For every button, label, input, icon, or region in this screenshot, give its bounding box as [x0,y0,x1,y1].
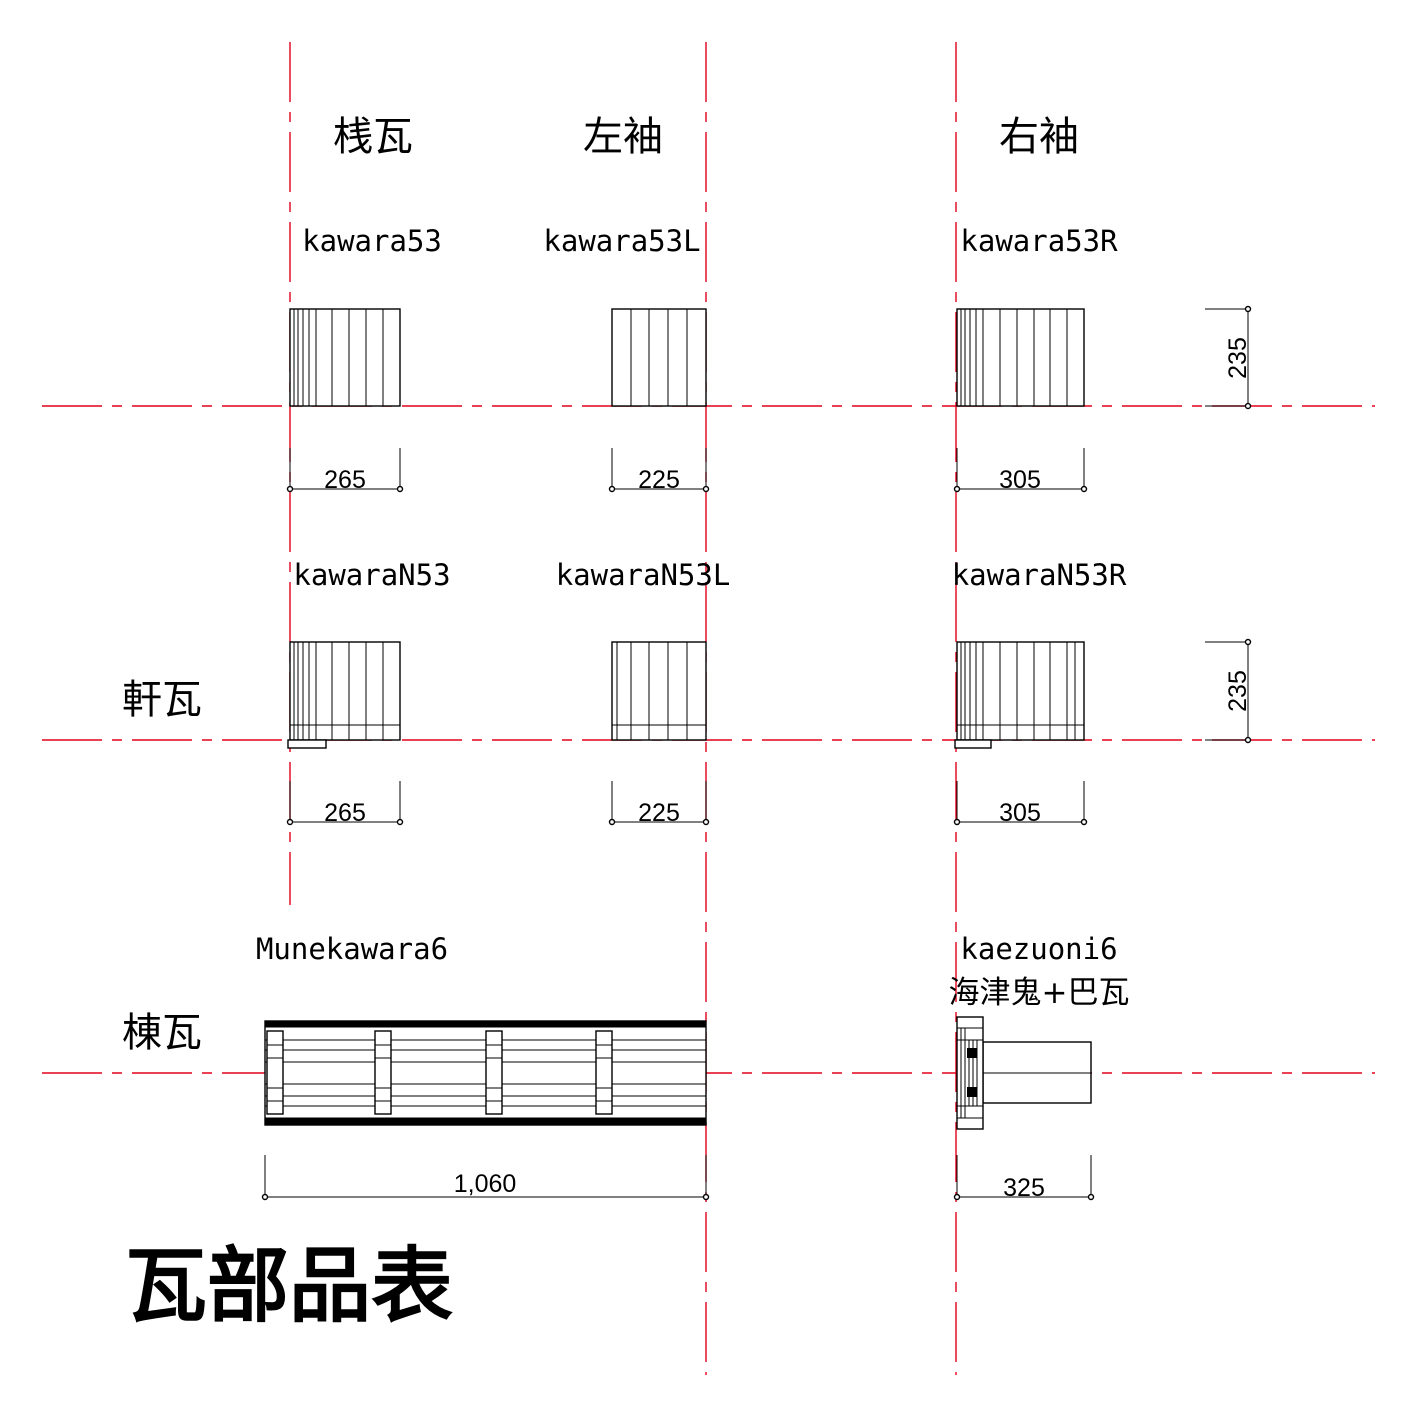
column-heading-sangawara: 桟瓦 [333,114,413,160]
dimension-label: 1,060 [454,1170,517,1198]
centerlines [42,42,1375,1375]
dimension-label: 225 [638,466,680,494]
dimension-label: 265 [324,466,366,494]
dimension-label: 325 [1003,1174,1045,1202]
ridge-band-1 [266,1030,284,1115]
dimension-kawaraN53L: 225 [608,781,710,827]
column-heading-left-sleeve: 左袖 [583,114,663,160]
tile-kaezuoni6 [956,1016,1092,1130]
part-code-kawaraN53: kawaraN53 [293,558,450,592]
part-code-munekawara6: Munekawara6 [256,932,448,966]
ridge-band-4 [595,1030,613,1115]
dimension-kawara53: 265 [286,448,404,494]
dimension-label: 265 [324,799,366,827]
tile-munekawara6 [264,1020,707,1126]
part-code-kawaraN53L: kawaraN53L [556,558,731,592]
ridge-band-3 [485,1030,503,1115]
dimension-kawaraN53R: 305 [953,781,1088,827]
page-title: 瓦部品表 [125,1239,453,1334]
tile-kawara53L [611,308,707,407]
ridge-band-2 [374,1030,392,1115]
part-code-kaezuoni6: kaezuoni6 [960,932,1117,966]
part-code-kawara53R: kawara53R [960,224,1118,258]
dimension-label: 235 [1224,670,1252,712]
tile-kawara53R [956,308,1085,407]
dimension-munekawara6: 1,060 [261,1155,710,1201]
part-subtitle-kaezuoni6: 海津鬼+巴瓦 [949,975,1130,1011]
part-code-kawara53: kawara53 [302,224,442,258]
row-heading-ridge: 棟瓦 [122,1010,202,1056]
dimension-label: 235 [1224,337,1252,379]
dimension-kaezuoni6: 325 [953,1155,1095,1202]
dimension-kawara53L: 225 [608,448,710,494]
dimension-height-row2: 235 [1205,638,1252,744]
tile-kawaraN53L [611,641,707,741]
dimension-label: 305 [999,799,1041,827]
tile-kawaraN53 [287,641,401,749]
dimension-height-row1: 235 [1205,305,1252,410]
dimension-kawaraN53: 265 [286,781,404,827]
column-heading-right-sleeve: 右袖 [999,114,1079,160]
tile-kawaraN53R [954,641,1085,749]
dimension-label: 305 [999,466,1041,494]
dimension-label: 225 [638,799,680,827]
part-code-kawara53L: kawara53L [543,224,700,258]
tile-kawara53 [289,308,401,407]
row-heading-eaves: 軒瓦 [122,677,202,723]
dimension-kawara53R: 305 [953,448,1088,494]
part-code-kawaraN53R: kawaraN53R [952,558,1127,592]
